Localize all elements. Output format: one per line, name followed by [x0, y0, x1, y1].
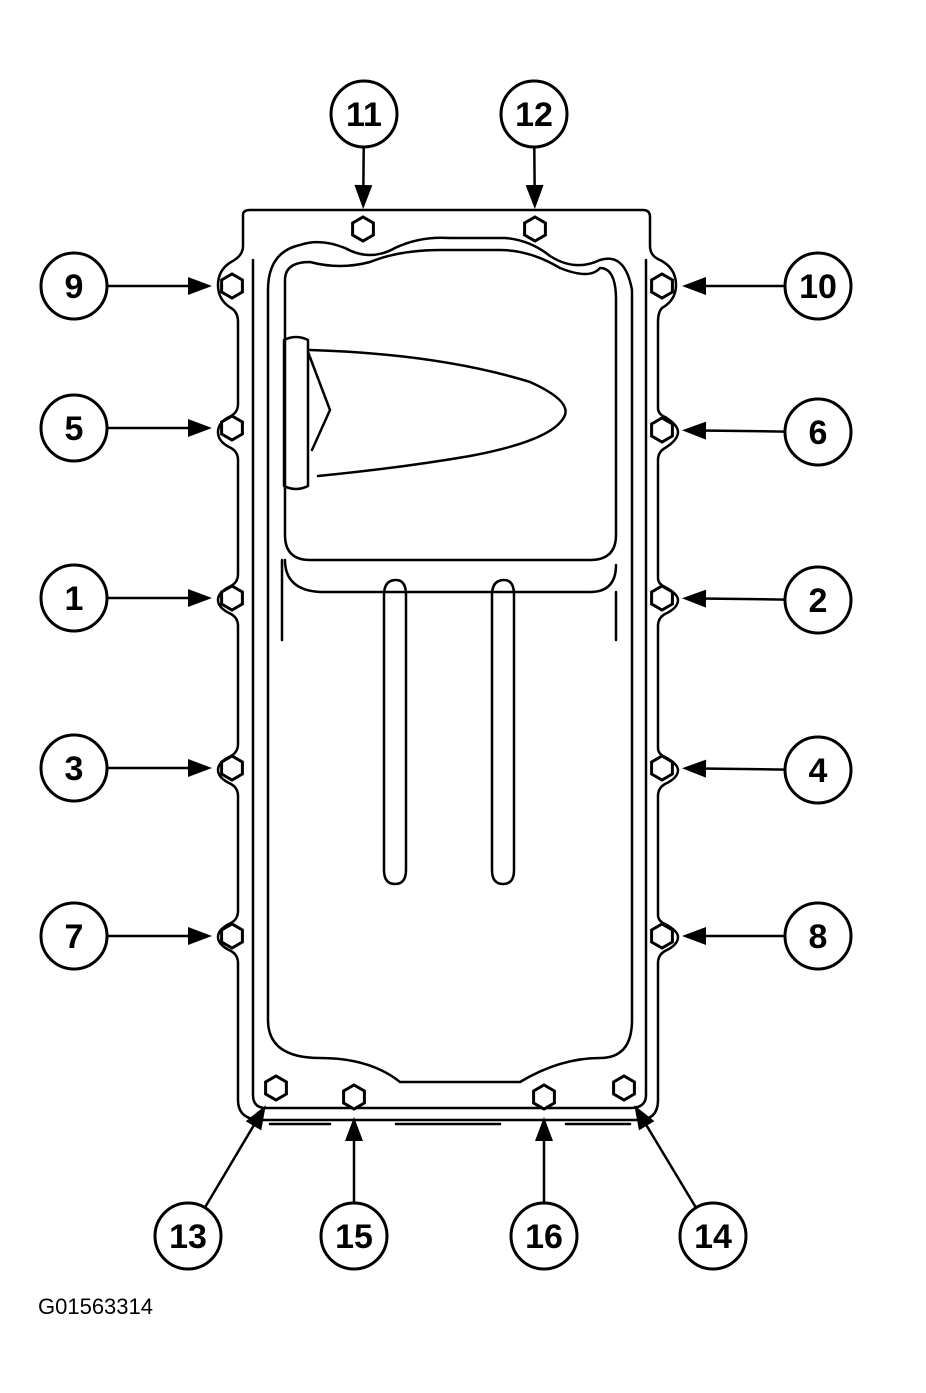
leader-line-13 [203, 1120, 258, 1209]
bolt-7 [220, 922, 244, 950]
leader-line-2 [699, 597, 786, 601]
callout-label: 1 [65, 580, 84, 618]
callout-circle-16 [509, 1201, 579, 1271]
leader-line-14 [642, 1119, 698, 1209]
callout-circle-1 [39, 563, 109, 633]
figure-id: G01563314 [38, 1294, 153, 1319]
bolt-4 [650, 754, 674, 782]
callout-circle-10 [783, 251, 853, 321]
arrow-icon [345, 1117, 363, 1141]
bolt-3 [220, 754, 244, 782]
callout-circle-9 [39, 251, 109, 321]
bolt-1 [220, 584, 244, 612]
arrow-icon [682, 927, 706, 945]
arrow-icon [354, 184, 373, 210]
bolt-layer [220, 215, 674, 1111]
bolt-14 [612, 1074, 636, 1102]
bolt-10 [650, 272, 674, 300]
bolt-15 [342, 1083, 366, 1111]
callout-label: 7 [65, 918, 84, 956]
callout-label: 14 [694, 1218, 732, 1256]
arrow-icon [188, 759, 212, 777]
bolt-8 [650, 922, 674, 950]
callout-label: 5 [65, 410, 84, 448]
arrow-icon [245, 1105, 266, 1131]
arrow-icon [681, 421, 707, 440]
arrow-icon [525, 184, 544, 210]
callout-circle-5 [39, 393, 109, 463]
bolt-12 [523, 215, 547, 243]
callout-circle-12 [499, 79, 569, 149]
bolt-5 [220, 414, 244, 442]
bolt-6 [650, 416, 674, 444]
callout-circle-13 [153, 1201, 223, 1271]
callout-circle-15 [319, 1201, 389, 1271]
callout-label: 13 [169, 1218, 207, 1256]
callout-circle-2 [783, 565, 853, 635]
callout-label: 6 [809, 414, 828, 452]
callout-circle-7 [39, 901, 109, 971]
callout-label: 3 [65, 750, 84, 788]
arrow-icon [681, 759, 707, 778]
arrow-icon [188, 927, 212, 945]
arrow-icon [682, 277, 706, 295]
callout-label: 11 [346, 96, 382, 134]
callout-circle-8 [783, 901, 853, 971]
callout-label: 2 [809, 582, 828, 620]
bolt-16 [532, 1083, 556, 1111]
arrow-icon [535, 1117, 553, 1141]
callout-circle-3 [39, 733, 109, 803]
oil-pan-outline [216, 208, 680, 1126]
callout-label: 15 [335, 1218, 373, 1256]
leader-line-4 [699, 767, 786, 771]
callout-circle-6 [783, 397, 853, 467]
arrow-icon [188, 589, 212, 607]
bolt-9 [220, 272, 244, 300]
callout-circle-4 [783, 735, 853, 805]
callout-label: 9 [65, 268, 84, 306]
callout-label: 16 [525, 1218, 563, 1256]
callout-label: 10 [799, 268, 837, 306]
bolt-13 [264, 1074, 288, 1102]
callout-label: 12 [515, 96, 553, 134]
callout-circle-14 [678, 1201, 748, 1271]
arrow-icon [681, 589, 707, 608]
arrow-icon [188, 419, 212, 437]
leader-line-6 [699, 429, 786, 433]
callout-label: 4 [809, 752, 828, 790]
callout-label: 8 [809, 918, 828, 956]
bolt-2 [650, 584, 674, 612]
bolt-11 [351, 215, 375, 243]
callout-circle-11 [329, 79, 399, 149]
arrow-icon [634, 1105, 655, 1131]
arrow-icon [188, 277, 212, 295]
